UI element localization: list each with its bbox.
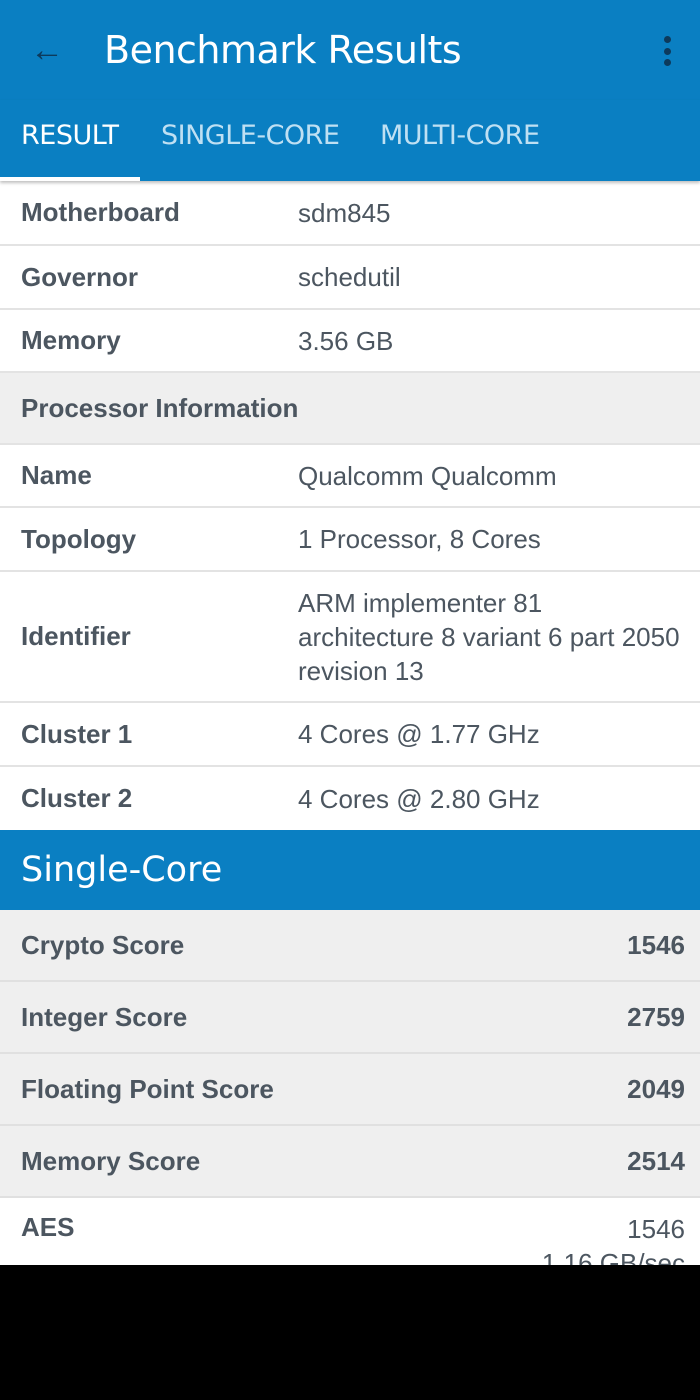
info-key: Memory <box>21 325 121 355</box>
info-row-topology: Topology 1 Processor, 8 Cores <box>0 508 700 572</box>
aes-row: AES 1546 1.16 GB/sec <box>0 1198 700 1265</box>
info-key: Identifier <box>21 621 131 651</box>
app-bar: ← Benchmark Results <box>0 0 700 100</box>
info-value: Qualcomm Qualcomm <box>298 460 557 491</box>
info-row-cluster-2: Cluster 2 4 Cores @ 2.80 GHz <box>0 767 700 830</box>
info-row-identifier: Identifier ARM implementer 81 architectur… <box>0 572 700 703</box>
info-key: Topology <box>21 523 137 554</box>
info-row-cluster-1: Cluster 1 4 Cores @ 1.77 GHz <box>0 703 700 767</box>
score-row: Floating Point Score 2049 <box>0 1054 700 1126</box>
info-key: Cluster 1 <box>21 718 133 749</box>
score-value: 2759 <box>627 1001 685 1032</box>
info-value: 4 Cores @ 2.80 GHz <box>298 783 540 814</box>
tab-indicator <box>0 177 140 181</box>
info-value: 1 Processor, 8 Cores <box>298 524 541 554</box>
aes-label: AES <box>21 1212 75 1242</box>
info-row-memory: Memory 3.56 GB <box>0 310 700 373</box>
tab-single-core[interactable]: SINGLE-CORE <box>161 120 340 151</box>
info-row-governor: Governor schedutil <box>0 246 700 310</box>
info-value: 4 Cores @ 1.77 GHz <box>298 719 540 749</box>
tab-multi-core[interactable]: MULTI-CORE <box>380 120 540 151</box>
processor-section-header: Processor Information <box>0 373 700 445</box>
more-vert-icon[interactable] <box>656 36 678 66</box>
score-value: 1546 <box>627 929 685 960</box>
single-core-header: Single-Core <box>0 830 700 910</box>
info-key: Cluster 2 <box>21 783 133 813</box>
page-title: Benchmark Results <box>104 28 462 72</box>
info-key: Name <box>21 460 92 490</box>
score-row: Crypto Score 1546 <box>0 910 700 982</box>
score-row: Integer Score 2759 <box>0 982 700 1054</box>
tab-bar: RESULT SINGLE-CORE MULTI-CORE <box>0 100 700 181</box>
score-value: 2049 <box>627 1073 685 1104</box>
score-label: Integer Score <box>21 1001 188 1032</box>
tab-result[interactable]: RESULT <box>21 120 119 151</box>
aes-score: 1546 <box>627 1214 685 1244</box>
info-value: schedutil <box>298 262 401 292</box>
info-value: sdm845 <box>298 197 391 228</box>
info-key: Motherboard <box>21 197 180 227</box>
info-row-name: Name Qualcomm Qualcomm <box>0 445 700 508</box>
arrow-left-icon[interactable]: ← <box>30 31 64 69</box>
score-label: Floating Point Score <box>21 1073 274 1104</box>
info-row-motherboard: Motherboard sdm845 <box>0 181 700 246</box>
score-label: Crypto Score <box>21 929 185 960</box>
info-value: 3.56 GB <box>298 325 394 356</box>
score-value: 2514 <box>627 1145 685 1176</box>
score-row: Memory Score 2514 <box>0 1126 700 1198</box>
info-value: ARM implementer 81 architecture 8 varian… <box>298 587 680 686</box>
score-label: Memory Score <box>21 1145 201 1176</box>
screen: ← Benchmark Results RESULT SINGLE-CORE M… <box>0 0 700 1265</box>
info-key: Governor <box>21 261 139 292</box>
aes-rate: 1.16 GB/sec <box>541 1248 685 1265</box>
